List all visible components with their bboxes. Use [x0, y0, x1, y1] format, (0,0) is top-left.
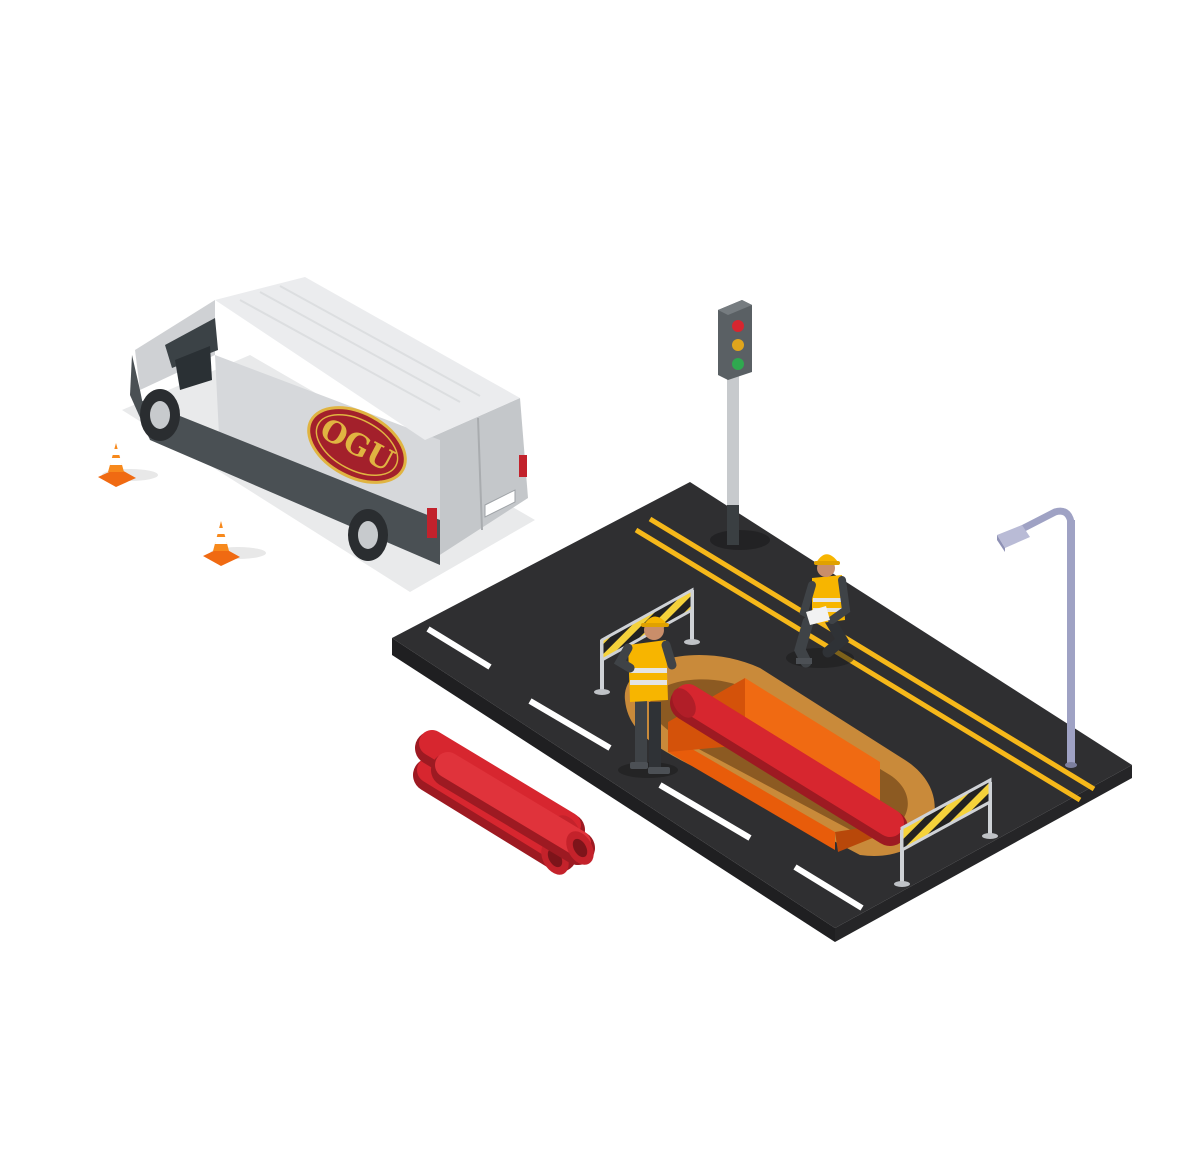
traffic-cone-icon [98, 443, 158, 487]
pipe-icon [413, 730, 595, 875]
traffic-cone-icon-2 [203, 521, 266, 566]
center-line-yellow [634, 516, 1096, 803]
pipe-in-trench [670, 684, 908, 846]
street-lamp-icon [997, 507, 1077, 768]
road-barrier-right [894, 777, 998, 887]
construction-worker-kneeling-icon [786, 554, 854, 668]
lane-dashes-white [426, 626, 864, 911]
construction-worker-icon [613, 616, 678, 778]
delivery-van-icon: OGU [122, 277, 535, 592]
traffic-light-icon [710, 300, 770, 550]
